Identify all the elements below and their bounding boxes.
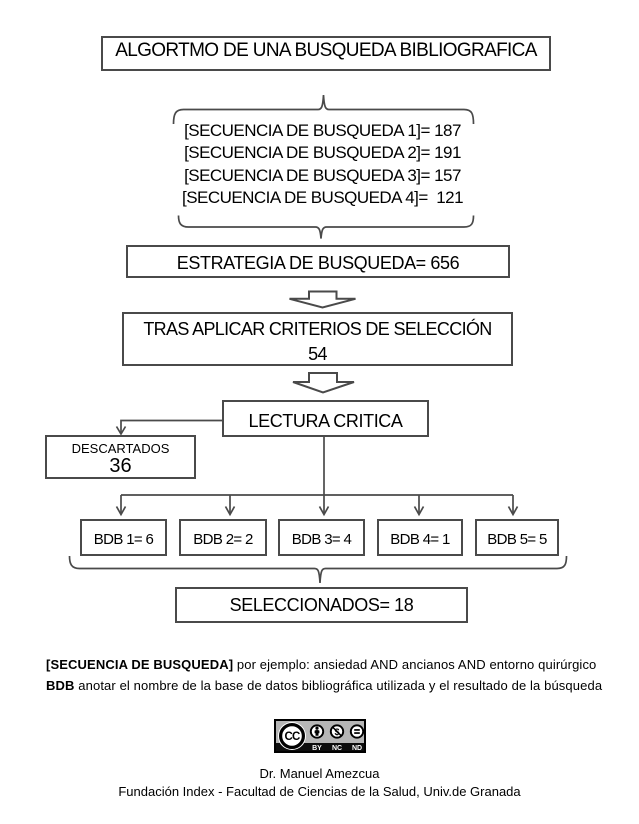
svg-text:CC: CC <box>284 731 300 743</box>
svg-text:ND: ND <box>352 745 362 752</box>
svg-text:BY: BY <box>312 745 322 752</box>
svg-text:NC: NC <box>332 745 342 752</box>
